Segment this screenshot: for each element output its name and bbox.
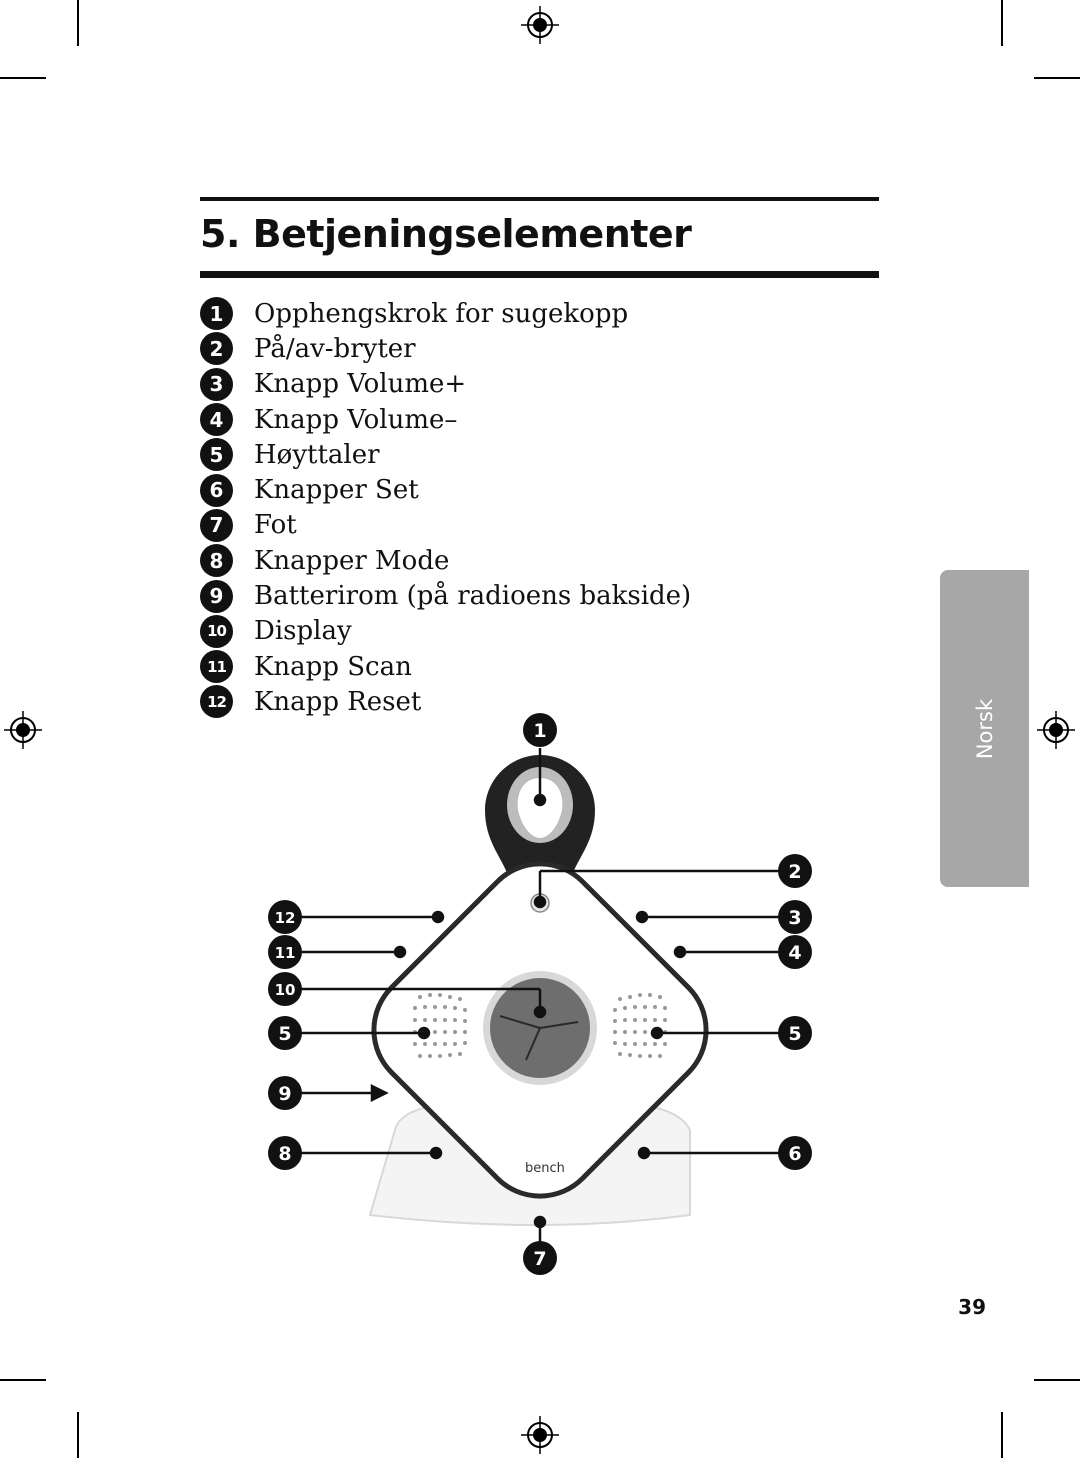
list-item: 1 Opphengskrok for sugekopp xyxy=(200,296,691,331)
item-number-badge: 7 xyxy=(200,508,233,542)
radio-figure: bench 1 2 3 4 5 5 6 7 8 9 10 11 12 xyxy=(268,713,812,1275)
callout-number: 10 xyxy=(275,981,296,999)
crop-mark xyxy=(0,1379,46,1381)
list-item: 12 Knapp Reset xyxy=(200,684,691,719)
heading-rule-bottom xyxy=(200,271,879,278)
language-tab: Norsk xyxy=(940,570,1029,887)
list-item: 6 Knapper Set xyxy=(200,472,691,507)
page-number: 39 xyxy=(958,1295,986,1319)
leader-lines xyxy=(300,748,780,1244)
item-label: Display xyxy=(254,616,352,647)
language-tab-label: Norsk xyxy=(972,698,997,759)
item-number-badge: 2 xyxy=(200,332,233,366)
item-label: Høyttaler xyxy=(254,439,380,470)
crop-mark xyxy=(1034,1379,1080,1381)
item-number-badge: 8 xyxy=(200,544,233,578)
item-label: På/av-bryter xyxy=(254,333,416,364)
crop-mark xyxy=(1001,1412,1003,1458)
item-label: Knapp Volume– xyxy=(254,404,458,435)
section-title: 5. Betjeningselementer xyxy=(200,212,692,256)
heading-rule-top xyxy=(200,197,879,201)
list-item: 10 Display xyxy=(200,614,691,649)
item-label: Opphengskrok for sugekopp xyxy=(254,298,629,329)
item-number-badge: 6 xyxy=(200,473,233,507)
item-number-badge: 3 xyxy=(200,367,233,401)
controls-list: 1 Opphengskrok for sugekopp 2 På/av-bryter… xyxy=(200,296,691,720)
speaker-right xyxy=(613,993,667,1058)
crop-mark xyxy=(1001,0,1003,46)
item-number-badge: 10 xyxy=(200,614,233,648)
list-item: 3 Knapp Volume+ xyxy=(200,367,691,402)
callout-number: 1 xyxy=(533,720,546,742)
item-number-badge: 1 xyxy=(200,297,233,331)
list-item: 7 Fot xyxy=(200,508,691,543)
item-label: Knapp Scan xyxy=(254,651,412,682)
item-number-badge: 9 xyxy=(200,579,233,613)
registration-mark-icon xyxy=(1037,711,1075,749)
crop-mark xyxy=(0,77,46,79)
item-label: Knapper Set xyxy=(254,475,419,506)
callout-number: 5 xyxy=(278,1023,291,1045)
list-item: 9 Batterirom (på radioens bakside) xyxy=(200,578,691,613)
item-label: Knapp Reset xyxy=(254,686,422,717)
hook-hole xyxy=(517,778,563,838)
crop-mark xyxy=(77,1412,79,1458)
list-item: 5 Høyttaler xyxy=(200,437,691,472)
brand-logo: bench xyxy=(525,1161,565,1176)
callout-number: 11 xyxy=(275,944,296,962)
callout-number: 2 xyxy=(788,861,801,883)
registration-mark-icon xyxy=(521,6,559,44)
crop-mark xyxy=(77,0,79,46)
item-label: Knapper Mode xyxy=(254,545,450,576)
callout-number: 12 xyxy=(275,909,296,927)
item-label: Batterirom (på radioens bakside) xyxy=(254,581,692,612)
item-label: Fot xyxy=(254,510,297,541)
item-label: Knapp Volume+ xyxy=(254,369,467,400)
callout-badges: 1 2 3 4 5 5 6 7 8 9 10 11 12 xyxy=(268,713,812,1275)
callout-number: 6 xyxy=(788,1143,801,1165)
item-number-badge: 11 xyxy=(200,650,233,684)
callout-number: 7 xyxy=(533,1248,546,1270)
item-number-badge: 5 xyxy=(200,438,233,472)
list-item: 11 Knapp Scan xyxy=(200,649,691,684)
callout-number: 8 xyxy=(278,1143,291,1165)
speaker-left xyxy=(413,993,467,1058)
callout-number: 3 xyxy=(788,907,801,929)
registration-mark-icon xyxy=(521,1416,559,1454)
callout-number: 5 xyxy=(788,1023,801,1045)
list-item: 8 Knapper Mode xyxy=(200,543,691,578)
registration-mark-icon xyxy=(4,711,42,749)
callout-number: 9 xyxy=(278,1083,291,1105)
crop-mark xyxy=(1034,77,1080,79)
callout-number: 4 xyxy=(788,942,801,964)
list-item: 2 På/av-bryter xyxy=(200,331,691,366)
item-number-badge: 4 xyxy=(200,403,233,437)
item-number-badge: 12 xyxy=(200,685,233,719)
list-item: 4 Knapp Volume– xyxy=(200,402,691,437)
